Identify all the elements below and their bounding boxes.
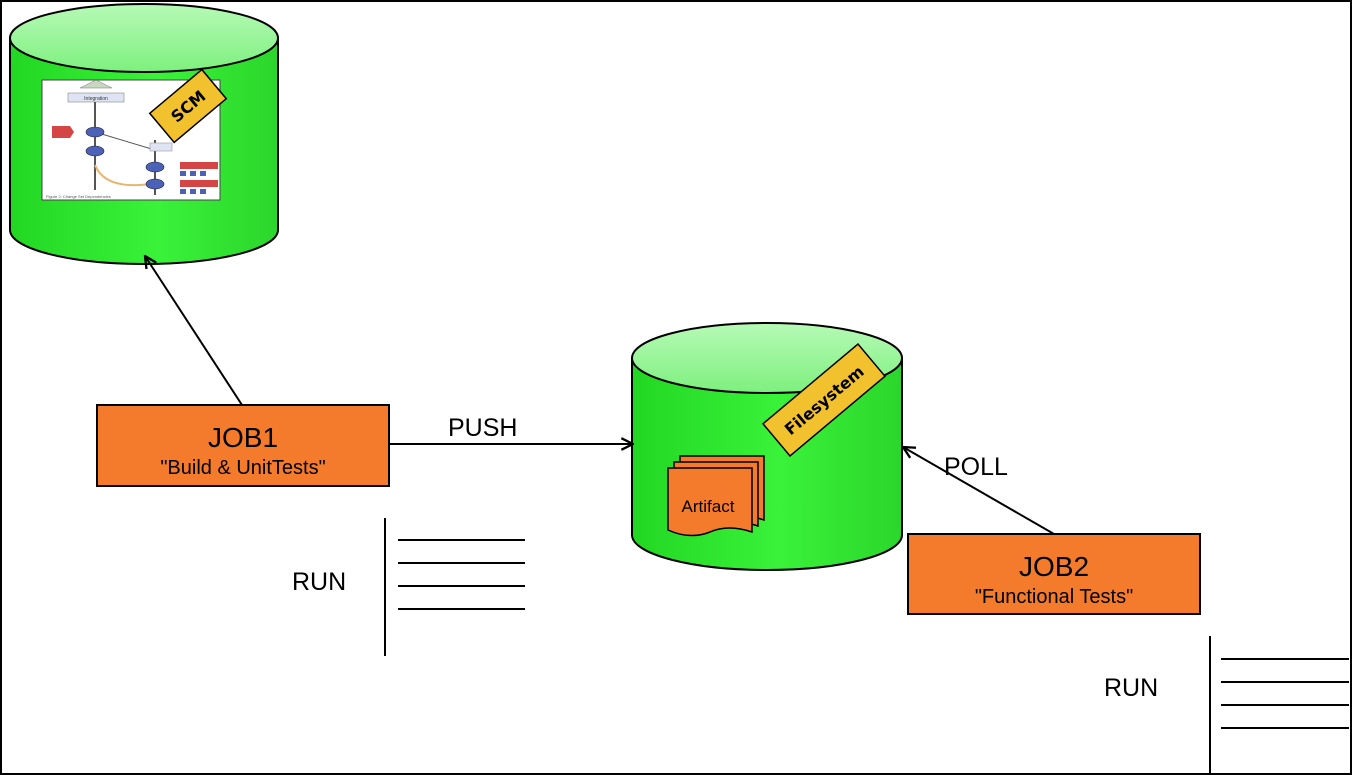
job2-run-log: RUN bbox=[1104, 636, 1349, 775]
thumbnail-box-label: Integration bbox=[84, 96, 108, 102]
job1-run-log: RUN bbox=[292, 518, 525, 656]
job1-title: JOB1 bbox=[208, 422, 278, 453]
artifact-icon: Artifact bbox=[667, 455, 765, 537]
job1-subtitle: "Build & UnitTests" bbox=[160, 457, 325, 479]
artifact-label: Artifact bbox=[682, 497, 735, 516]
poll-label: POLL bbox=[944, 453, 1008, 481]
scm-tag: SCM bbox=[148, 68, 228, 144]
job1-node: JOB1 "Build & UnitTests" bbox=[96, 404, 390, 487]
scm-thumbnail-image: Integration Figure 2: Change Set Depende… bbox=[41, 79, 221, 201]
job2-title: JOB2 bbox=[1019, 551, 1089, 582]
job1-run-label: RUN bbox=[292, 568, 346, 596]
job1-to-scm-arrow bbox=[145, 256, 243, 406]
poll-arrow bbox=[903, 447, 1055, 535]
scm-database: Integration Figure 2: Change Set Depende… bbox=[9, 3, 279, 265]
filesystem-database: Artifact Filesystem bbox=[631, 322, 903, 571]
job2-node: JOB2 "Functional Tests" bbox=[907, 533, 1201, 615]
thumbnail-caption: Figure 2: Change Set Dependencies bbox=[46, 194, 111, 199]
job2-subtitle: "Functional Tests" bbox=[975, 586, 1133, 608]
job2-run-label: RUN bbox=[1104, 674, 1158, 702]
push-label: PUSH bbox=[448, 414, 517, 442]
